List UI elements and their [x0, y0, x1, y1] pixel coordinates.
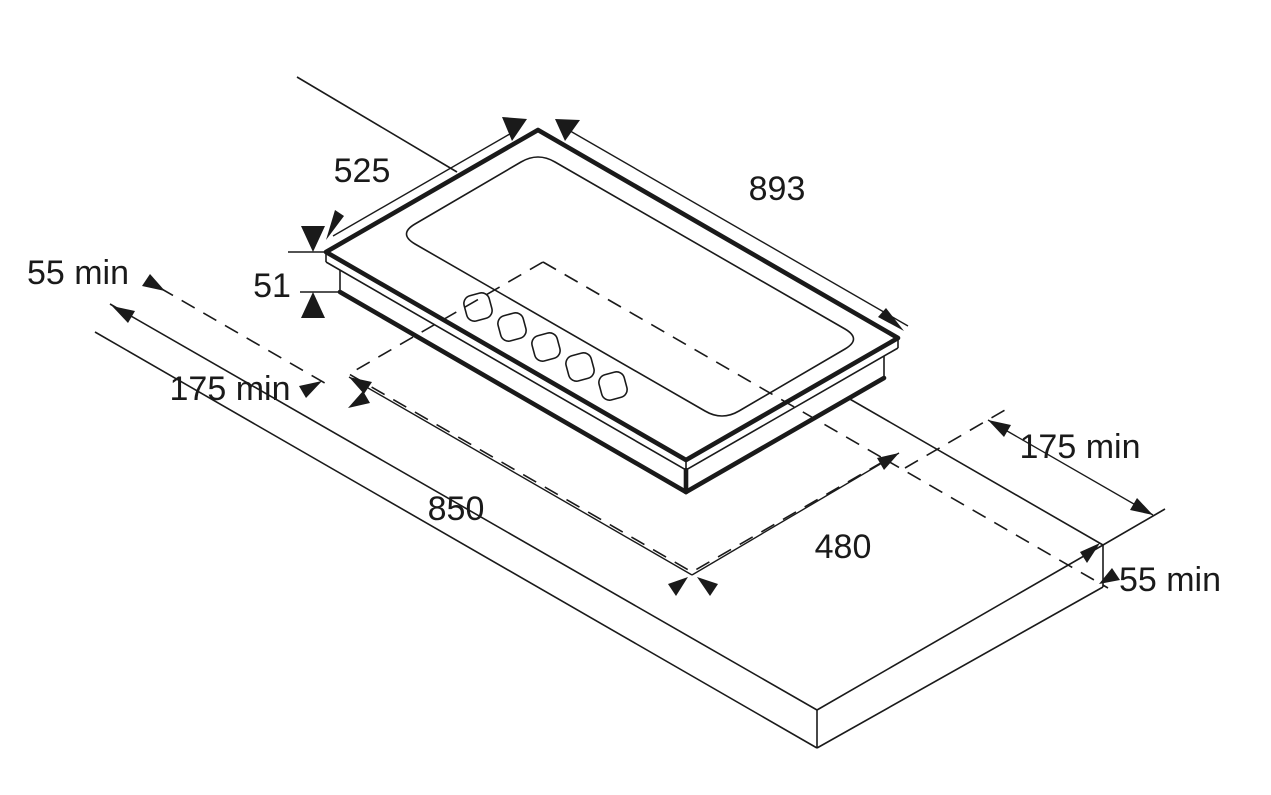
dimension-clearance-right-175: 175 min [987, 419, 1166, 546]
dimension-cutout-depth: 480 [691, 452, 900, 596]
hob-plate-bottom-edge [325, 261, 899, 471]
arrowhead-525-bottom [326, 210, 344, 240]
arrowhead-480-corner [697, 577, 718, 596]
worktop-front-top-edge [109, 303, 818, 711]
hob-inner-panel [405, 156, 855, 417]
cutout-outline [159, 261, 1109, 589]
leader-line-top-left [296, 76, 458, 173]
arrowhead-51-top [301, 226, 325, 252]
dim-line-850 [348, 376, 693, 576]
hob-body-front-right-edge [683, 375, 887, 495]
dimension-clearance-left-175: 175 min [170, 370, 370, 408]
dim-label-893: 893 [749, 170, 806, 208]
knob-1 [463, 292, 493, 322]
control-knobs [463, 292, 628, 401]
dim-label-175-left: 175 min [170, 370, 291, 408]
ext-line-175R-outer [1102, 508, 1166, 546]
dim-line-480 [691, 452, 900, 576]
dim-label-55-left: 55 min [27, 254, 129, 292]
knob-3 [531, 332, 561, 362]
arrowhead-175R-outer [1130, 498, 1153, 515]
arrowhead-175L-inner [299, 381, 322, 398]
cutout-rectangle [347, 261, 888, 573]
dim-label-175-right: 175 min [1020, 428, 1141, 466]
cutout-front-extension-left [159, 287, 331, 387]
arrowhead-55L-inner [142, 274, 165, 291]
dimension-clearance-left-55: 55 min [27, 254, 165, 323]
dim-label-55-right: 55 min [1119, 561, 1221, 599]
worktop-right-top-edge [816, 544, 1104, 711]
worktop [94, 303, 1104, 749]
dim-line-175R [987, 419, 1154, 516]
dim-label-850: 850 [428, 490, 485, 528]
dim-label-480: 480 [815, 528, 872, 566]
arrowhead-850-left [349, 377, 372, 394]
arrowhead-51-bottom [301, 292, 325, 318]
arrowhead-55R-lower [1099, 568, 1120, 584]
dimension-hob-width: 893 [555, 119, 909, 331]
worktop-back-edge [847, 397, 1104, 546]
worktop-right-bottom-edge [816, 586, 1104, 749]
dimension-hob-body-height: 51 [253, 226, 340, 318]
hob-body-front-left-edge [337, 289, 689, 495]
arrowhead-55R-upper [1080, 543, 1100, 563]
dim-line-893 [564, 127, 909, 327]
arrowhead-55L-outer [112, 306, 135, 323]
dim-label-525: 525 [334, 152, 391, 190]
arrowhead-175L-outer [348, 391, 370, 408]
arrowhead-893-top [555, 119, 580, 141]
dim-line-525 [332, 130, 516, 237]
hob-top-outline [323, 127, 901, 463]
worktop-front-bottom-edge [94, 331, 818, 749]
dim-label-51: 51 [253, 267, 291, 305]
arrowhead-525-top [502, 117, 527, 141]
cutout-back-extension-right [885, 459, 1109, 589]
arrowhead-175R-inner [988, 420, 1011, 437]
hob [323, 127, 901, 495]
cutout-right-extension [904, 409, 1006, 469]
knob-4 [565, 352, 595, 382]
knob-2 [497, 312, 527, 342]
arrowhead-893-right [878, 308, 904, 331]
arrowhead-480-right [877, 453, 899, 470]
knob-5 [598, 371, 628, 401]
dimension-cutout-length: 850 [348, 376, 693, 596]
dimension-hob-depth: 525 [296, 76, 527, 240]
dimension-clearance-right-55: 55 min [1080, 543, 1221, 599]
arrowhead-850-corner [668, 577, 688, 596]
